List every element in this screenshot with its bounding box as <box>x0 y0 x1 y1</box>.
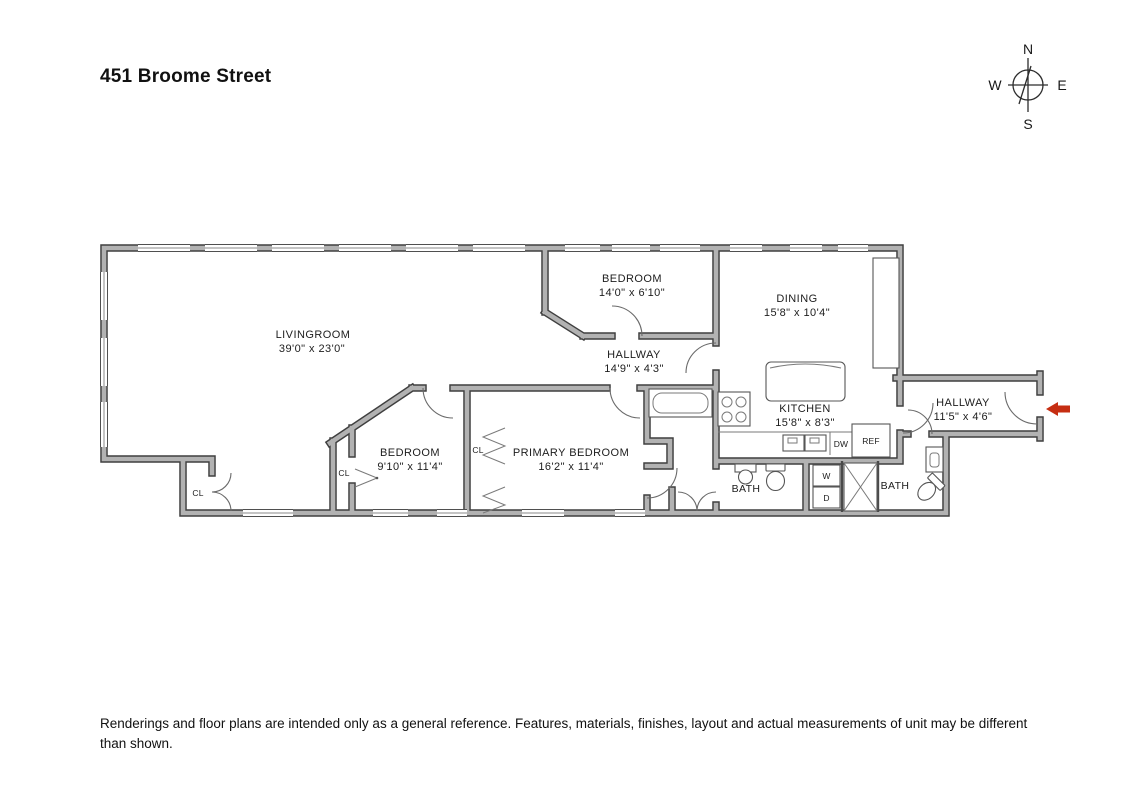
room-label: BATH <box>732 483 761 495</box>
page-title: 451 Broome Street <box>100 66 272 87</box>
fixture-labels: CL CL CL DW REF W D <box>192 436 879 503</box>
refrigerator-label: REF <box>862 436 880 446</box>
windows <box>104 248 868 513</box>
closet-label: CL <box>192 488 203 498</box>
washer-dryer <box>812 464 841 509</box>
compass-north: N <box>1023 41 1033 57</box>
room-label: BEDROOM <box>602 273 662 285</box>
dining-shelf <box>872 257 900 369</box>
room-label: BEDROOM <box>380 447 440 459</box>
toilet <box>765 463 786 492</box>
room-label: KITCHEN <box>779 403 830 415</box>
closet-label: CL <box>338 468 349 478</box>
dryer-label: D <box>823 493 829 503</box>
compass-south: S <box>1023 116 1032 132</box>
doors <box>211 305 1038 512</box>
room-dims: 15'8" x 8'3" <box>775 417 835 429</box>
washer-label: W <box>822 471 830 481</box>
bath-sink <box>734 463 757 485</box>
room-labels: LIVINGROOM 39'0" x 23'0" BEDROOM 14'0" x… <box>276 273 993 495</box>
room-label: DINING <box>776 293 817 305</box>
room-dims: 14'9" x 4'3" <box>604 363 664 375</box>
room-dims: 15'8" x 10'4" <box>764 307 830 319</box>
shower <box>843 462 878 512</box>
room-label: HALLWAY <box>607 349 661 361</box>
compass-icon: N E S W <box>988 41 1066 132</box>
room-label: BATH <box>881 480 910 492</box>
room-dims: 16'2" x 11'4" <box>538 461 603 473</box>
disclaimer-text: Renderings and floor plans are intended … <box>100 716 1028 751</box>
entry-arrow-icon <box>1046 402 1070 416</box>
stove <box>717 391 751 427</box>
room-label: HALLWAY <box>936 397 990 409</box>
room-dims: 11'5" x 4'6" <box>934 411 993 423</box>
bathtub <box>648 388 713 418</box>
room-dims: 39'0" x 23'0" <box>279 343 345 355</box>
room-label: LIVINGROOM <box>276 329 351 341</box>
closet-rod-symbols <box>354 427 507 514</box>
kitchen-counter <box>718 431 852 455</box>
compass-west: W <box>988 77 1002 93</box>
dishwasher-label: DW <box>834 439 849 449</box>
refrigerator <box>851 423 891 458</box>
compass-east: E <box>1057 77 1066 93</box>
dining-table <box>765 361 846 402</box>
bath-sink <box>925 446 944 473</box>
walls <box>104 248 1040 513</box>
closet-label: CL <box>472 445 483 455</box>
room-dims: 14'0" x 6'10" <box>599 287 665 299</box>
room-label: PRIMARY BEDROOM <box>513 447 629 459</box>
toilet <box>917 472 946 501</box>
room-dims: 9'10" x 11'4" <box>377 461 442 473</box>
